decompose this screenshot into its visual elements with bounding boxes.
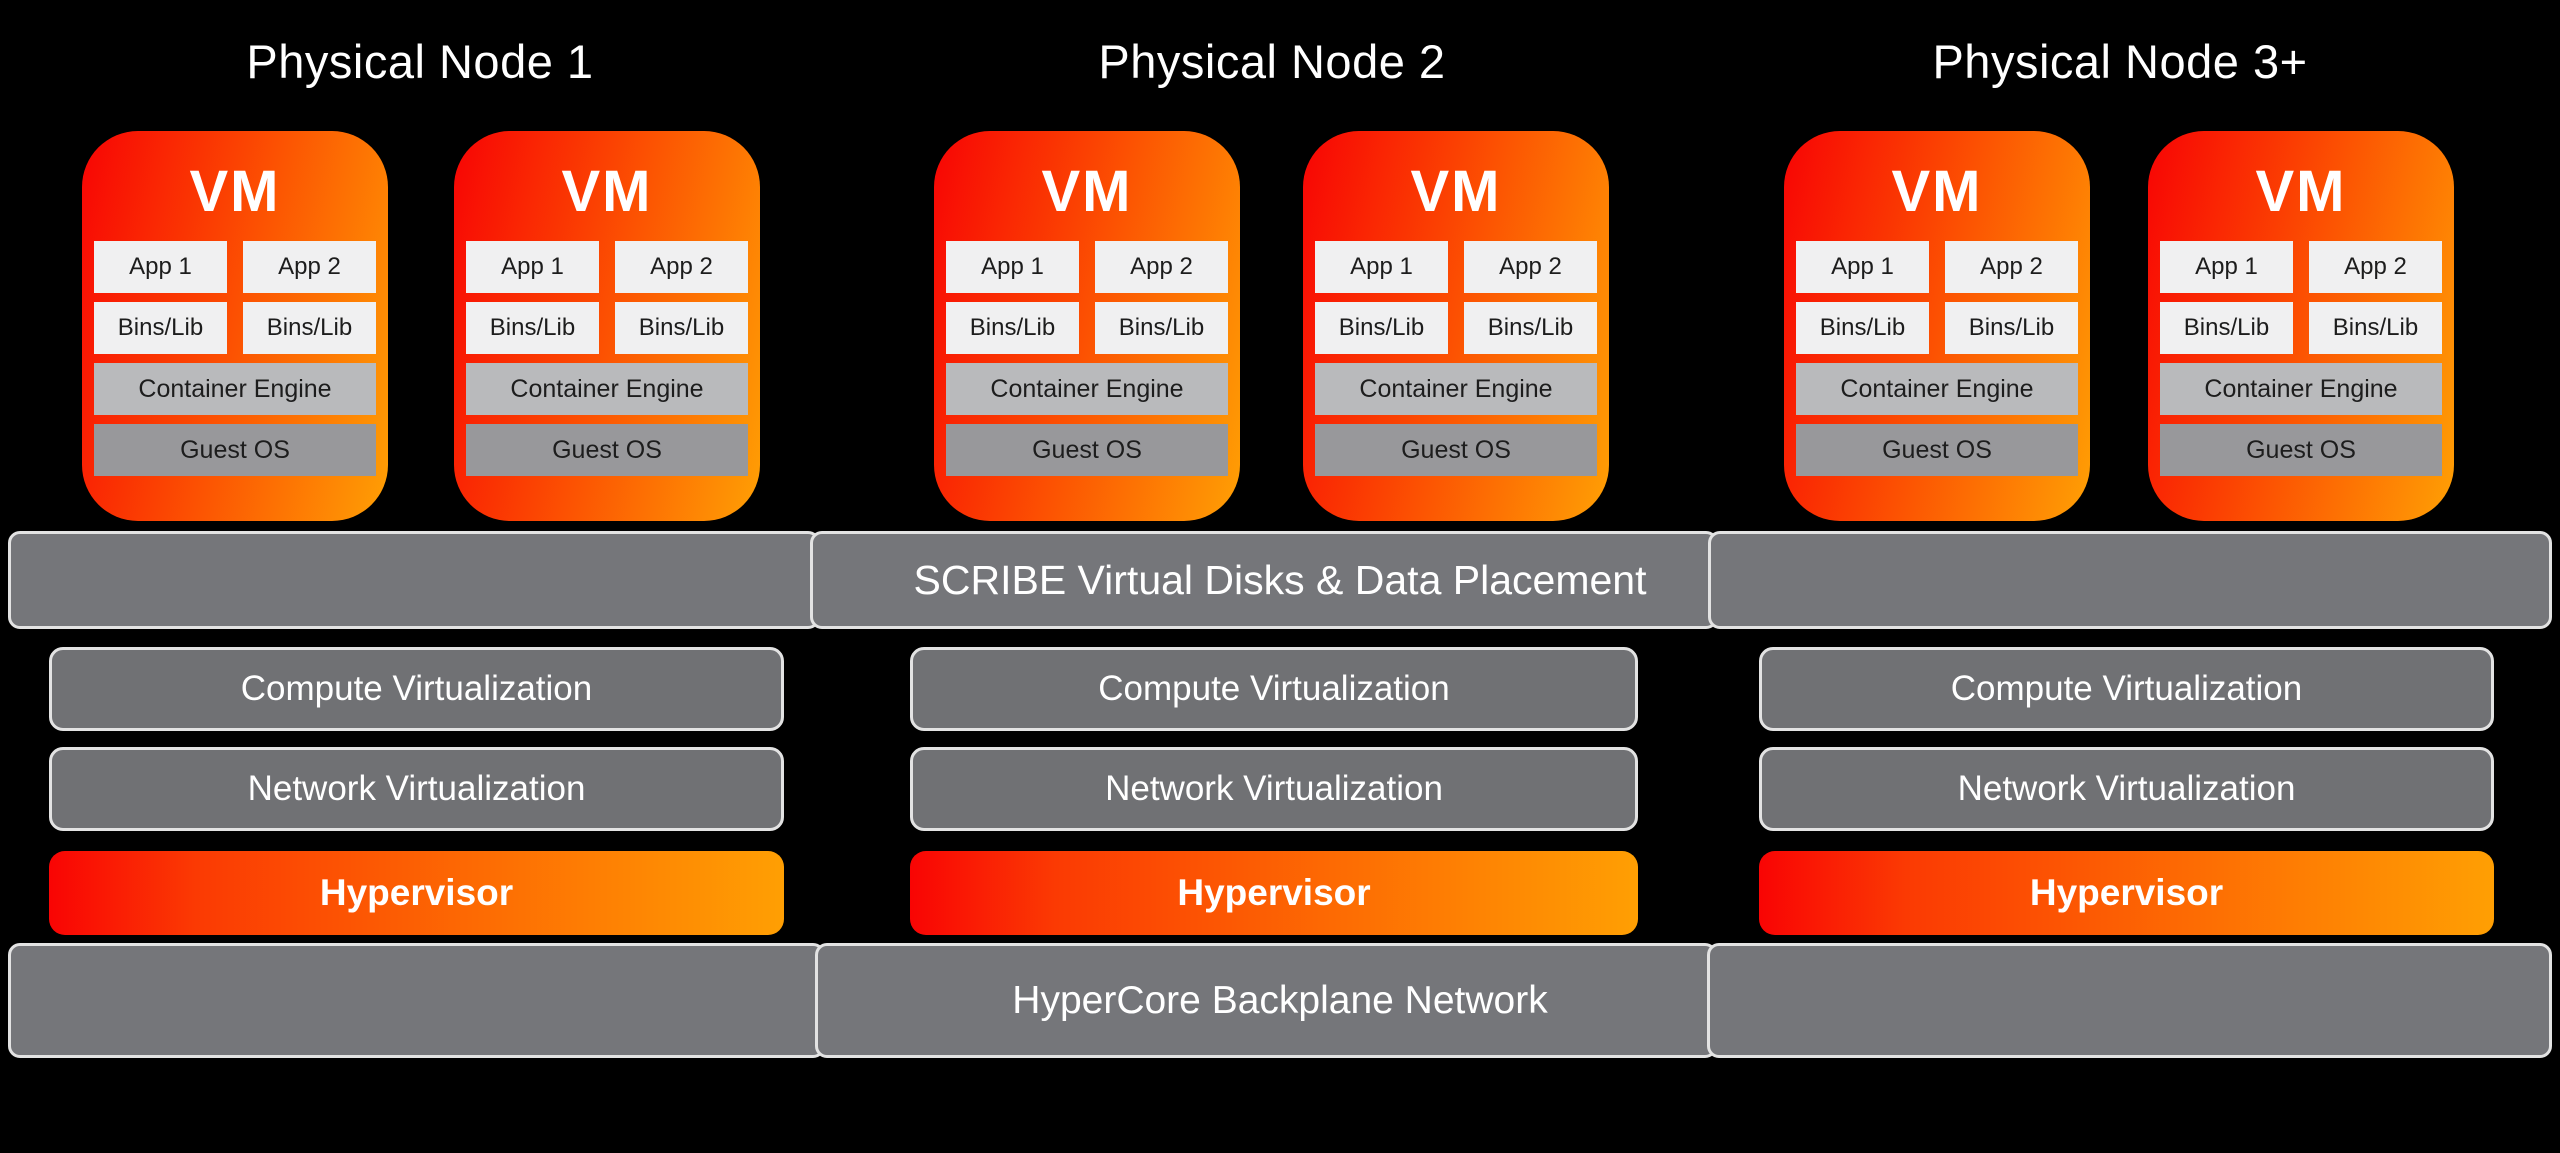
vm-card: VM App 1 App 2 Bins/Lib Bins/Lib Contain…	[454, 131, 760, 521]
app-1-box: App 1	[466, 241, 599, 293]
guest-os-bar: Guest OS	[2160, 424, 2442, 476]
hypervisor-bar: Hypervisor	[49, 851, 784, 935]
hypervisor-bar: Hypervisor	[910, 851, 1638, 935]
vm-title: VM	[561, 158, 653, 224]
guest-os-bar: Guest OS	[1796, 424, 2078, 476]
bins-lib-box: Bins/Lib	[1796, 302, 1929, 354]
bins-lib-box: Bins/Lib	[466, 302, 599, 354]
guest-os-bar: Guest OS	[94, 424, 376, 476]
scribe-bar-segment	[8, 531, 820, 629]
app-1-box: App 1	[2160, 241, 2293, 293]
app-1-box: App 1	[1796, 241, 1929, 293]
compute-virtualization-bar: Compute Virtualization	[49, 647, 784, 731]
backplane-bar-segment	[815, 943, 1717, 1058]
vm-card: VM App 1 App 2 Bins/Lib Bins/Lib Contain…	[1303, 131, 1609, 521]
bins-lib-box: Bins/Lib	[1315, 302, 1448, 354]
vm-card: VM App 1 App 2 Bins/Lib Bins/Lib Contain…	[82, 131, 388, 521]
vm-app-grid: App 1 App 2 Bins/Lib Bins/Lib	[1796, 241, 2078, 354]
bins-lib-box: Bins/Lib	[94, 302, 227, 354]
scribe-bar: SCRIBE Virtual Disks & Data Placement	[0, 531, 2560, 629]
backplane-bar-segment	[8, 943, 825, 1058]
vm-title: VM	[1410, 158, 1502, 224]
bins-lib-box: Bins/Lib	[1945, 302, 2078, 354]
compute-virtualization-bar: Compute Virtualization	[910, 647, 1638, 731]
guest-os-bar: Guest OS	[946, 424, 1228, 476]
scribe-bar-segment	[1708, 531, 2552, 629]
container-engine-bar: Container Engine	[1315, 363, 1597, 415]
vm-app-grid: App 1 App 2 Bins/Lib Bins/Lib	[1315, 241, 1597, 354]
guest-os-bar: Guest OS	[466, 424, 748, 476]
app-2-box: App 2	[615, 241, 748, 293]
container-engine-bar: Container Engine	[946, 363, 1228, 415]
vm-app-grid: App 1 App 2 Bins/Lib Bins/Lib	[466, 241, 748, 354]
bins-lib-box: Bins/Lib	[615, 302, 748, 354]
vm-app-grid: App 1 App 2 Bins/Lib Bins/Lib	[946, 241, 1228, 354]
physical-node-1-title: Physical Node 1	[246, 34, 594, 88]
bins-lib-box: Bins/Lib	[243, 302, 376, 354]
backplane-bar: HyperCore Backplane Network	[0, 943, 2560, 1058]
vm-app-grid: App 1 App 2 Bins/Lib Bins/Lib	[94, 241, 376, 354]
app-2-box: App 2	[1095, 241, 1228, 293]
container-engine-bar: Container Engine	[2160, 363, 2442, 415]
app-2-box: App 2	[243, 241, 376, 293]
backplane-label: HyperCore Backplane Network	[1012, 978, 1548, 1022]
app-2-box: App 2	[1945, 241, 2078, 293]
vm-title: VM	[1891, 158, 1983, 224]
bins-lib-box: Bins/Lib	[1095, 302, 1228, 354]
vm-title: VM	[189, 158, 281, 224]
vm-app-grid: App 1 App 2 Bins/Lib Bins/Lib	[2160, 241, 2442, 354]
app-2-box: App 2	[1464, 241, 1597, 293]
scribe-bar-segment	[810, 531, 1718, 629]
vm-title: VM	[1041, 158, 1133, 224]
bins-lib-box: Bins/Lib	[1464, 302, 1597, 354]
scribe-label: SCRIBE Virtual Disks & Data Placement	[913, 556, 1647, 603]
container-engine-bar: Container Engine	[1796, 363, 2078, 415]
app-2-box: App 2	[2309, 241, 2442, 293]
guest-os-bar: Guest OS	[1315, 424, 1597, 476]
app-1-box: App 1	[946, 241, 1079, 293]
backplane-bar-segment	[1707, 943, 2552, 1058]
physical-node-3-title: Physical Node 3+	[1932, 34, 2308, 88]
container-engine-bar: Container Engine	[466, 363, 748, 415]
bins-lib-box: Bins/Lib	[946, 302, 1079, 354]
network-virtualization-bar: Network Virtualization	[910, 747, 1638, 831]
vm-card: VM App 1 App 2 Bins/Lib Bins/Lib Contain…	[2148, 131, 2454, 521]
vm-title: VM	[2255, 158, 2347, 224]
container-engine-bar: Container Engine	[94, 363, 376, 415]
bins-lib-box: Bins/Lib	[2309, 302, 2442, 354]
compute-virtualization-bar: Compute Virtualization	[1759, 647, 2494, 731]
network-virtualization-bar: Network Virtualization	[49, 747, 784, 831]
app-1-box: App 1	[1315, 241, 1448, 293]
network-virtualization-bar: Network Virtualization	[1759, 747, 2494, 831]
app-1-box: App 1	[94, 241, 227, 293]
physical-node-2-title: Physical Node 2	[1098, 34, 1446, 88]
bins-lib-box: Bins/Lib	[2160, 302, 2293, 354]
vm-card: VM App 1 App 2 Bins/Lib Bins/Lib Contain…	[1784, 131, 2090, 521]
hypervisor-bar: Hypervisor	[1759, 851, 2494, 935]
vm-card: VM App 1 App 2 Bins/Lib Bins/Lib Contain…	[934, 131, 1240, 521]
